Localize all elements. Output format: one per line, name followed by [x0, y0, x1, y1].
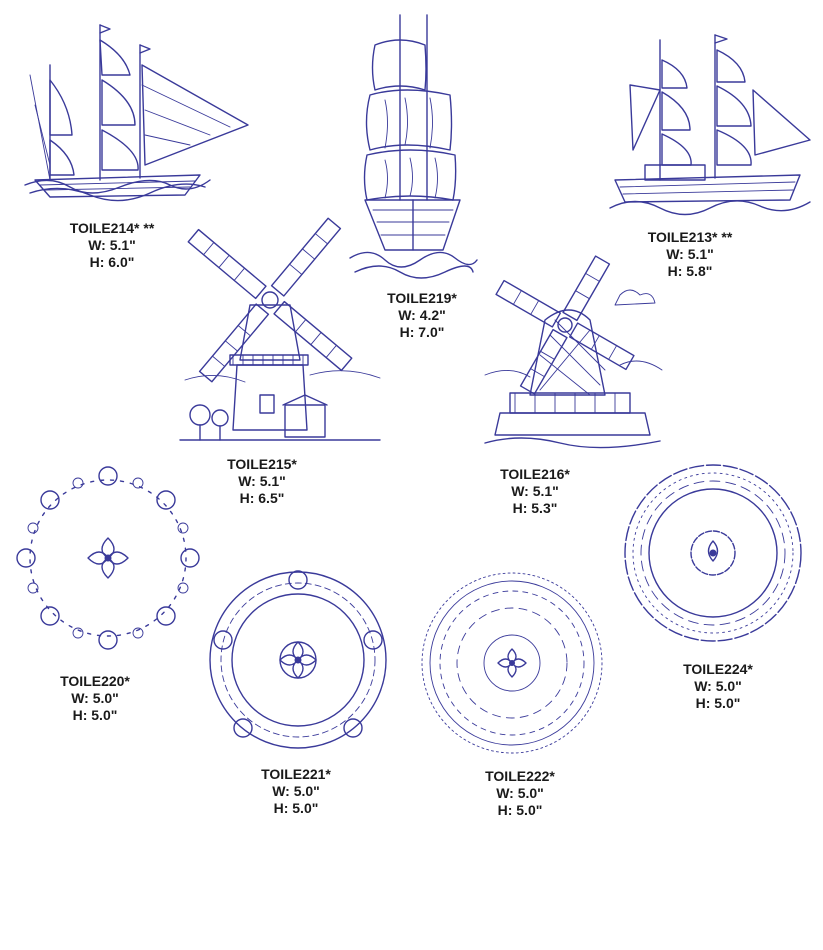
caption-toile220: TOILE220* W: 5.0" H: 5.0"	[25, 673, 165, 724]
design-height: H: 5.0"	[72, 707, 118, 723]
windmill-icon	[179, 217, 381, 441]
design-height: H: 5.0"	[497, 802, 543, 818]
caption-toile222: TOILE222* W: 5.0" H: 5.0"	[450, 768, 590, 819]
design-width: W: 5.0"	[496, 785, 544, 801]
floral-wreath-icon	[16, 466, 200, 650]
design-width: W: 5.0"	[272, 783, 320, 799]
design-toile219[interactable]	[345, 10, 480, 285]
design-width: W: 5.1"	[511, 483, 559, 499]
design-width: W: 4.2"	[398, 307, 446, 323]
design-code: TOILE221*	[261, 766, 331, 782]
design-toile221[interactable]	[203, 560, 393, 760]
caption-toile213: TOILE213* ** W: 5.1" H: 5.8"	[620, 229, 760, 280]
design-code: TOILE215*	[227, 456, 297, 472]
design-height: H: 5.0"	[695, 695, 741, 711]
design-toile213[interactable]	[605, 30, 815, 220]
design-code: TOILE216*	[500, 466, 570, 482]
design-code: TOILE220*	[60, 673, 130, 689]
design-width: W: 5.1"	[88, 237, 136, 253]
caption-toile224: TOILE224* W: 5.0" H: 5.0"	[648, 661, 788, 712]
scalloped-plate-icon	[624, 464, 802, 642]
ornate-plate-icon	[209, 570, 387, 749]
design-toile224[interactable]	[618, 456, 808, 651]
design-code: TOILE219*	[387, 290, 457, 306]
design-width: W: 5.1"	[238, 473, 286, 489]
design-height: H: 5.8"	[667, 263, 713, 279]
design-toile215[interactable]	[175, 200, 385, 450]
design-height: H: 6.5"	[239, 490, 285, 506]
design-code: TOILE214* **	[69, 220, 155, 236]
caption-toile214: TOILE214* ** W: 5.1" H: 6.0"	[42, 220, 182, 271]
design-toile214[interactable]	[10, 15, 255, 215]
design-toile216[interactable]	[480, 245, 665, 450]
design-height: H: 6.0"	[89, 254, 135, 270]
design-height: H: 7.0"	[399, 324, 445, 340]
design-code: TOILE224*	[683, 661, 753, 677]
design-code: TOILE222*	[485, 768, 555, 784]
design-width: W: 5.1"	[666, 246, 714, 262]
caption-toile221: TOILE221* W: 5.0" H: 5.0"	[226, 766, 366, 817]
design-toile220[interactable]	[8, 458, 208, 658]
lace-plate-icon	[421, 572, 603, 754]
design-toile222[interactable]	[415, 563, 610, 763]
caption-toile216: TOILE216* W: 5.1" H: 5.3"	[465, 466, 605, 517]
design-code: TOILE213* **	[647, 229, 733, 245]
caption-toile219: TOILE219* W: 4.2" H: 7.0"	[352, 290, 492, 341]
design-height: H: 5.3"	[512, 500, 558, 516]
sailing-ship-icon	[609, 34, 811, 216]
sailing-ship-icon	[24, 24, 249, 202]
design-width: W: 5.0"	[71, 690, 119, 706]
sailing-ship-bow-icon	[349, 14, 478, 279]
windmill-icon	[484, 255, 663, 449]
design-height: H: 5.0"	[273, 800, 319, 816]
design-width: W: 5.0"	[694, 678, 742, 694]
caption-toile215: TOILE215* W: 5.1" H: 6.5"	[192, 456, 332, 507]
